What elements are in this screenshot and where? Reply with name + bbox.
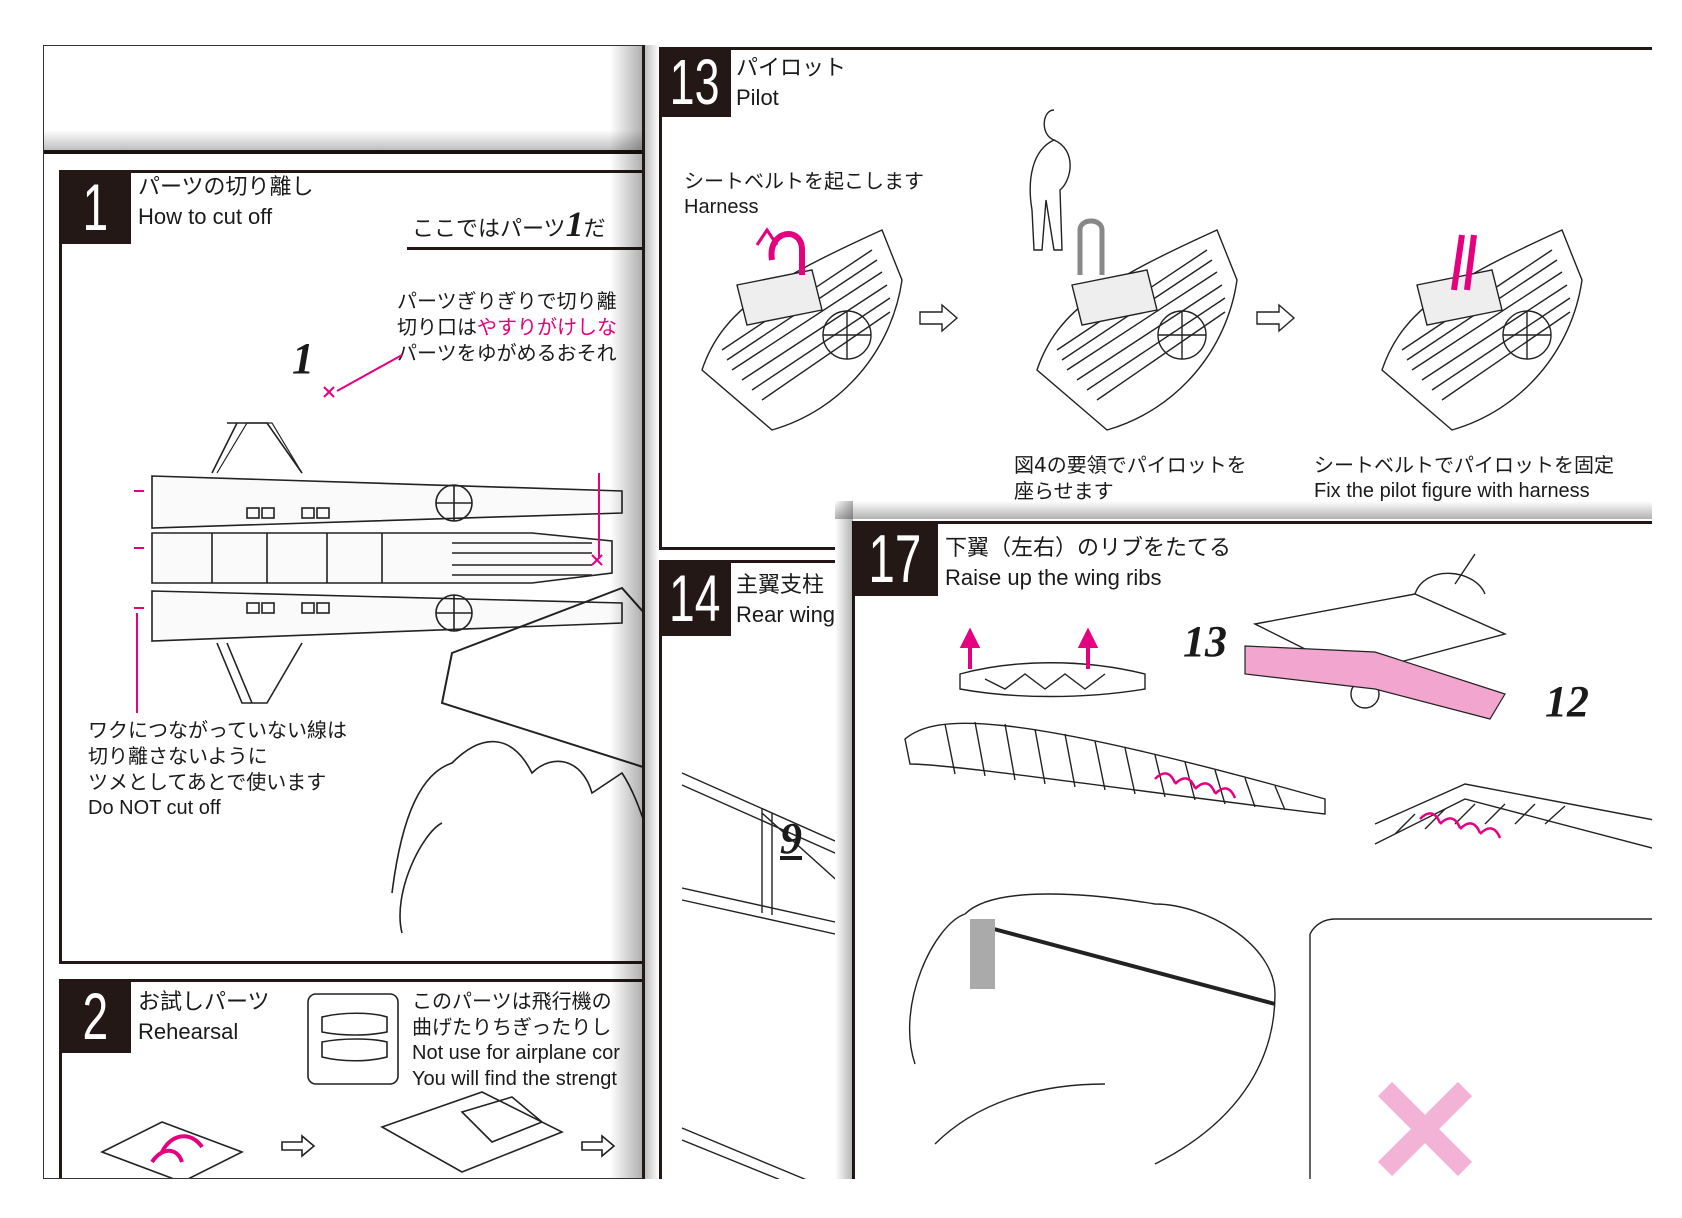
step-title: 主翼支柱 Rear wing: [736, 571, 835, 629]
harness-caption: シートベルトを起こします Harness: [684, 168, 924, 220]
wing-strut-illustration: [681, 772, 863, 1179]
fix-pilot-caption: シートベルトでパイロットを固定 Fix the pilot figure wit…: [1314, 452, 1614, 504]
note-line: Not use for airplane cor: [412, 1042, 620, 1064]
step2-panel: 2 お試しパーツ Rehearsal このパーツは飛行機の 曲げたりちぎったりし…: [59, 979, 646, 1178]
part-number-label: 13: [1183, 617, 1227, 666]
step17-panel: 17 下翼（左右）のリブをたてる Raise up the wing ribs: [852, 521, 1652, 1179]
note-line: You will find the strengt: [412, 1068, 617, 1090]
step-title: パーツの切り離し How to cut off: [138, 173, 314, 231]
caption-en: Fix the pilot figure with harness: [1314, 480, 1590, 502]
subheading-underline: [407, 247, 646, 250]
page-shadow: [44, 130, 646, 154]
caption-en: Harness: [684, 196, 759, 218]
note-highlight: やすりがけしな: [477, 315, 617, 339]
step-number-badge: 17: [852, 521, 938, 597]
note-en: Do NOT cut off: [88, 797, 221, 819]
seat-pilot-caption: 図4の要領でパイロットを 座らせます: [1014, 452, 1247, 504]
rehearsal-parts-illustration: [100, 993, 616, 1178]
step13-panel: 13 パイロット Pilot シートベルトを起こします Harness: [659, 46, 1652, 550]
title-en: Raise up the wing ribs: [945, 565, 1162, 590]
step-number-badge: 14: [659, 560, 731, 636]
subhead-part-number: 1: [565, 204, 584, 244]
step-title: お試しパーツ Rehearsal: [138, 988, 270, 1046]
caption-line: 座らせます: [1014, 479, 1114, 503]
pilot-seating-illustration: [701, 109, 1583, 431]
title-ja: 下翼（左右）のリブをたてる: [945, 536, 1232, 561]
note-text: 切り口は: [397, 315, 477, 339]
part-number-label: 9: [780, 814, 802, 863]
page-shadow: [835, 501, 853, 1179]
left-page: 1 パーツの切り離し How to cut off ここではパーツ1だ パーツぎ…: [44, 46, 646, 1178]
page-divider: [44, 150, 646, 154]
page-shadow: [645, 45, 659, 1179]
part-number-label: 12: [1545, 677, 1589, 726]
step-number-badge: 1: [59, 170, 131, 244]
title-en: Rear wing: [736, 602, 836, 627]
title-en: Pilot: [736, 85, 779, 110]
note-line: ツメとしてあとで使います: [88, 770, 327, 794]
subhead-text: ここではパーツ: [412, 217, 566, 242]
note-line: 曲げたりちぎったりし: [412, 1015, 612, 1039]
title-en: How to cut off: [138, 204, 273, 229]
note-line: このパーツは飛行機の: [412, 989, 612, 1013]
note-line: ワクにつながっていない線は: [88, 718, 347, 742]
note-line: パーツぎりぎりで切り離: [397, 289, 617, 313]
title-ja: 主翼支柱: [736, 573, 825, 598]
step-number-badge: 2: [59, 979, 131, 1053]
fuselage-parts-illustration: [134, 354, 646, 934]
page-shadow: [835, 501, 1652, 519]
caption-ja: シートベルトを起こします: [684, 169, 924, 193]
rehearsal-note: このパーツは飛行機の 曲げたりちぎったりし Not use for airpla…: [412, 988, 620, 1092]
subhead-tail: だ: [583, 217, 606, 242]
note-line: 切り離さないように: [88, 744, 268, 768]
step-number-badge: 13: [659, 46, 731, 118]
caption-ja: シートベルトでパイロットを固定: [1314, 453, 1614, 477]
cut-note: パーツぎりぎりで切り離 切り口はやすりがけしな パーツをゆがめるおそれ: [397, 288, 617, 366]
title-ja: お試しパーツ: [138, 990, 270, 1015]
step1-panel: 1 パーツの切り離し How to cut off ここではパーツ1だ パーツぎ…: [59, 170, 646, 964]
page-shadow: [610, 46, 646, 1178]
caption-line: 図4の要領でパイロットを: [1014, 453, 1247, 477]
title-ja: パーツの切り離し: [138, 175, 314, 200]
title-ja: パイロット: [736, 56, 847, 81]
wing-ribs-illustration: [904, 553, 1652, 1179]
step-title: 下翼（左右）のリブをたてる Raise up the wing ribs: [945, 534, 1231, 592]
step17-page: 17 下翼（左右）のリブをたてる Raise up the wing ribs: [835, 501, 1652, 1179]
step-title: パイロット Pilot: [736, 54, 846, 112]
subheading: ここではパーツ1だ: [412, 206, 606, 243]
note-line: パーツをゆがめるおそれ: [397, 341, 617, 365]
do-not-cut-note: ワクにつながっていない線は 切り離さないように ツメとしてあとで使います Do …: [88, 717, 347, 821]
part-number-label: 1: [292, 334, 314, 383]
title-en: Rehearsal: [138, 1019, 239, 1044]
note-line: 切り口はやすりがけしな: [397, 314, 617, 340]
